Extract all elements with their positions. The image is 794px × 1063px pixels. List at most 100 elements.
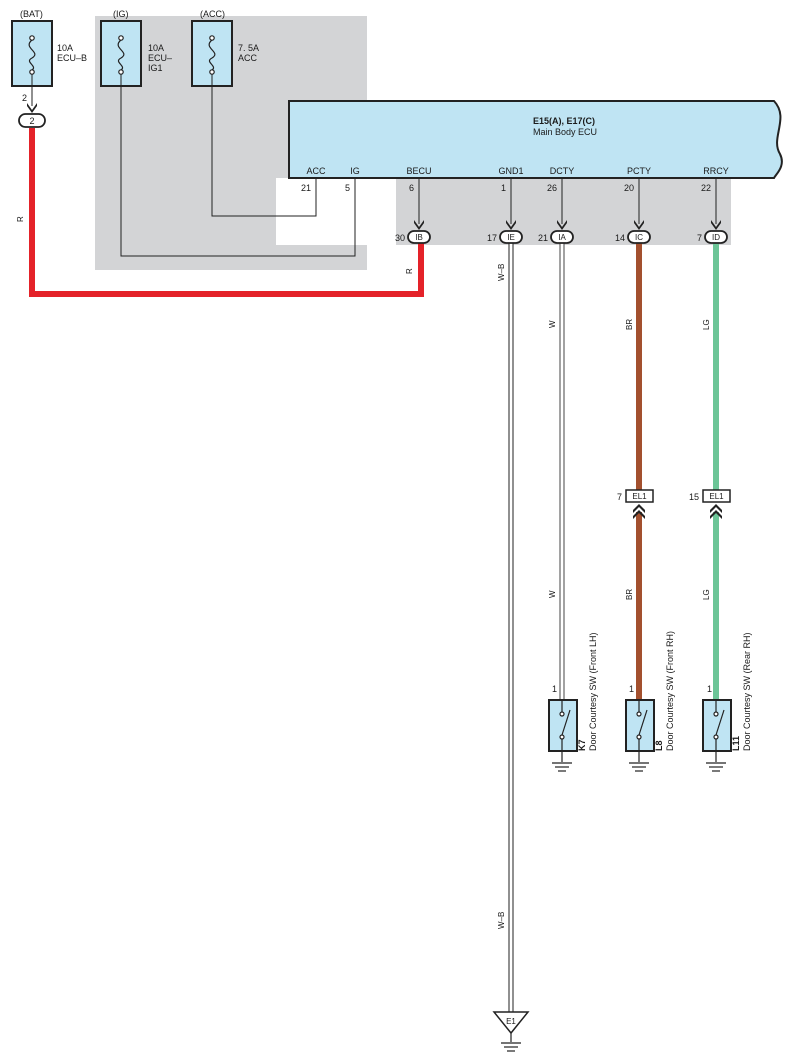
switch-pin: 1 — [552, 684, 557, 694]
fuse-icon — [208, 35, 216, 75]
connector-pin-label: 7 — [697, 233, 702, 243]
switch-icon — [713, 700, 725, 762]
fuse-ecu-b: (BAT) 10A ECU–B — [11, 9, 87, 87]
fuse-name-cont: IG1 — [148, 63, 163, 73]
switch-name: Door Courtesy SW (Front LH) — [588, 632, 598, 751]
wire-label-r: R — [16, 216, 25, 222]
switch-code: L11 — [731, 736, 741, 751]
switch-code: K7 — [577, 739, 587, 751]
fuse-rating: 7. 5A — [238, 43, 259, 53]
chevron-up-icon — [710, 504, 722, 519]
connector-pill — [627, 230, 651, 244]
ground-triangle — [492, 1011, 530, 1035]
fuse-source-label: (IG) — [113, 9, 129, 19]
connector-pin-label: 21 — [538, 233, 548, 243]
main-body-ecu: E15(A), E17(C) Main Body ECU ACC IG BECU… — [288, 100, 783, 193]
fuse-icon — [28, 35, 36, 75]
connector-pill — [550, 230, 574, 244]
switch-pin: 1 — [629, 684, 634, 694]
switch-icon — [559, 700, 571, 762]
switch-l8: 1 L8 Door Courtesy SW (Front RH) — [625, 631, 675, 772]
connector-pill — [407, 230, 431, 244]
ecu-pin-num-acc: 21 — [301, 183, 311, 193]
fuse-name: ECU–B — [57, 53, 87, 63]
connector-code: ID — [712, 233, 720, 242]
switch-k7: 1 K7 Door Courtesy SW (Front LH) — [548, 632, 598, 772]
inline-connector-box — [625, 489, 654, 503]
connector-ia: IA 21 — [538, 220, 574, 244]
inline-connector-code: EL1 — [632, 492, 647, 501]
fuse-icon — [117, 35, 125, 75]
ground-label: E1 — [506, 1017, 516, 1026]
inline-connector-el1-lg: EL1 15 — [689, 489, 731, 519]
ground-icon — [501, 1042, 521, 1052]
fuse-source-label: (ACC) — [200, 9, 225, 19]
ecu-pin-name-gnd1: GND1 — [498, 166, 523, 176]
thin-wires — [31, 74, 717, 257]
connector-pill — [18, 113, 46, 128]
wire-label-w: W — [548, 590, 557, 598]
fuse-name: ECU– — [148, 53, 172, 63]
connector-ib: IB 30 — [395, 220, 431, 244]
switch-icon — [636, 700, 648, 762]
ecu-pin-num-rrcy: 22 — [701, 183, 711, 193]
wire-ig — [120, 74, 356, 257]
chevron-down-icon — [414, 220, 424, 230]
wire-label-w: W — [548, 320, 557, 328]
ecu-pin-num-dcty: 26 — [547, 183, 557, 193]
connector-code: 2 — [29, 116, 34, 126]
chevron-up-icon — [633, 504, 645, 519]
switch-box — [548, 699, 578, 752]
connector-ie: IE 17 — [487, 220, 523, 244]
connector-pin-label: 30 — [395, 233, 405, 243]
wire-red-r — [29, 128, 424, 297]
switch-l11: 1 L11 Door Courtesy SW (Rear RH) — [702, 632, 752, 772]
ecu-pin-name-pcty: PCTY — [627, 166, 651, 176]
ground-icon — [706, 762, 726, 772]
switch-code: L8 — [654, 740, 664, 751]
fuse-name: ACC — [238, 53, 258, 63]
wire-label-br: BR — [625, 589, 634, 600]
ground-icon — [552, 762, 572, 772]
wire-label-lg: LG — [702, 319, 711, 330]
chevron-down-icon — [634, 220, 644, 230]
switch-box — [702, 699, 732, 752]
inline-connector-box — [702, 489, 731, 503]
wire-label-br: BR — [625, 319, 634, 330]
fuse-rating: 10A — [57, 43, 73, 53]
connector-pill — [499, 230, 523, 244]
connector-ic: IC 14 — [615, 220, 651, 244]
ecu-pin-num-gnd1: 1 — [501, 183, 506, 193]
inline-connector-code: EL1 — [709, 492, 724, 501]
connector-code: IE — [507, 233, 515, 242]
switch-box — [625, 699, 655, 752]
ecu-pin-name-acc: ACC — [306, 166, 326, 176]
connector-pin-label: 2 — [22, 93, 27, 103]
wire-acc — [211, 74, 317, 217]
inline-connector-pin: 7 — [617, 492, 622, 502]
ecu-pin-name-ig: IG — [350, 166, 360, 176]
ecu-title: E15(A), E17(C) — [533, 116, 595, 126]
ground-point-e1: E1 — [492, 1011, 530, 1052]
fuse-source-label: (BAT) — [20, 9, 43, 19]
ecu-pin-name-rrcy: RRCY — [703, 166, 729, 176]
inline-connector-el1-br: EL1 7 — [617, 489, 654, 519]
switch-pin: 1 — [707, 684, 712, 694]
connector-pin-label: 17 — [487, 233, 497, 243]
connector-code: IB — [415, 233, 423, 242]
switch-name: Door Courtesy SW (Rear RH) — [742, 632, 752, 751]
inline-connector-pin: 15 — [689, 492, 699, 502]
switch-name: Door Courtesy SW (Front RH) — [665, 631, 675, 751]
connector-bat: 2 2 — [18, 93, 46, 128]
fuse-rating: 10A — [148, 43, 164, 53]
chevron-down-icon — [506, 220, 516, 230]
ecu-pin-num-pcty: 20 — [624, 183, 634, 193]
wire-label-w-b: W–B — [497, 264, 506, 281]
shade-region-notch — [276, 178, 396, 245]
ecu-box — [288, 100, 783, 179]
ecu-pin-num-ig: 5 — [345, 183, 350, 193]
chevron-down-icon — [711, 220, 721, 230]
ecu-pin-name-dcty: DCTY — [550, 166, 575, 176]
connector-id: ID 7 — [697, 220, 728, 244]
